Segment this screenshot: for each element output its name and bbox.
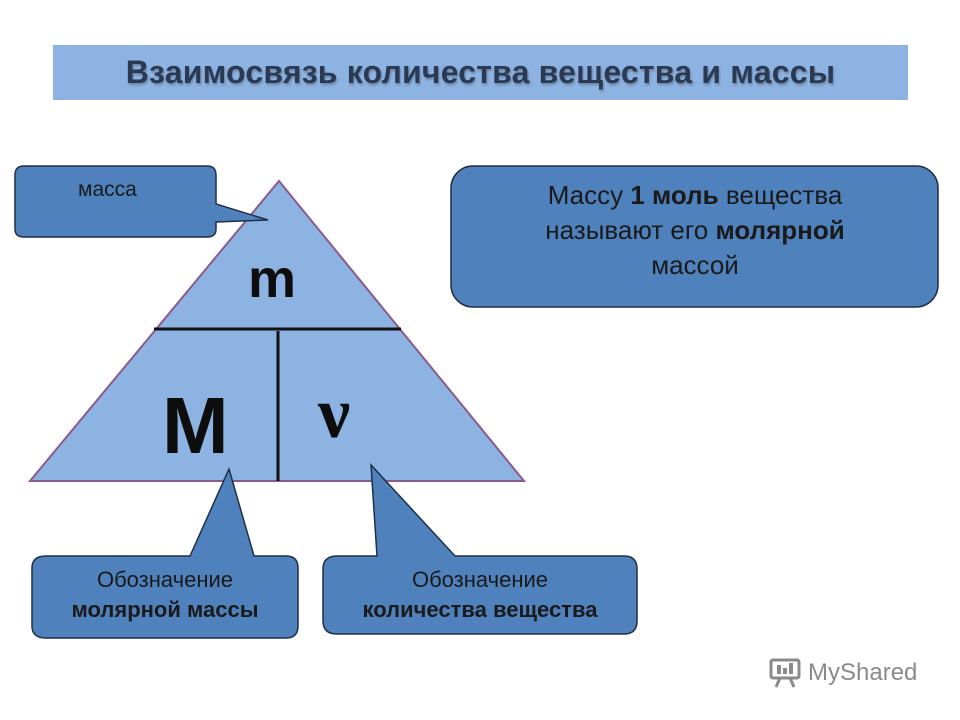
molar-mass-callout-text: Обозначение молярной массы — [32, 565, 298, 625]
molar-mass-line-2: молярной массы — [71, 597, 259, 622]
def-text-4: массой — [651, 250, 739, 280]
mass-symbol: m — [248, 249, 297, 309]
mass-label: масса — [78, 178, 137, 201]
amount-callout — [322, 462, 638, 635]
molar-mass-line-1: Обозначение — [96, 567, 234, 592]
title-bar: Взаимосвязь количества вещества и массы — [53, 45, 908, 100]
molar-definition-text: Массу 1 моль вещества называют его моляр… — [455, 178, 935, 283]
molar-definition-callout — [450, 165, 939, 308]
amount-callout-text: Обозначение количества вещества — [323, 565, 637, 625]
watermark: MyShared — [768, 657, 917, 689]
amount-line-2: количества вещества — [362, 597, 598, 622]
def-text-2: вещества — [718, 180, 843, 210]
molar-mass-callout — [31, 466, 299, 639]
mass-callout — [14, 165, 269, 238]
amount-line-1: Обозначение — [411, 567, 549, 592]
page-title: Взаимосвязь количества вещества и массы — [125, 54, 836, 90]
amount-symbol: ν — [318, 373, 351, 453]
presentation-icon — [769, 658, 801, 688]
def-bold-1: 1 моль — [630, 180, 719, 210]
watermark-text: MyShared — [808, 659, 918, 686]
def-text-3: называют его — [545, 215, 716, 245]
def-bold-2: молярной — [715, 215, 845, 245]
def-text-1: Массу — [547, 180, 631, 210]
molar-mass-symbol: M — [162, 381, 229, 470]
